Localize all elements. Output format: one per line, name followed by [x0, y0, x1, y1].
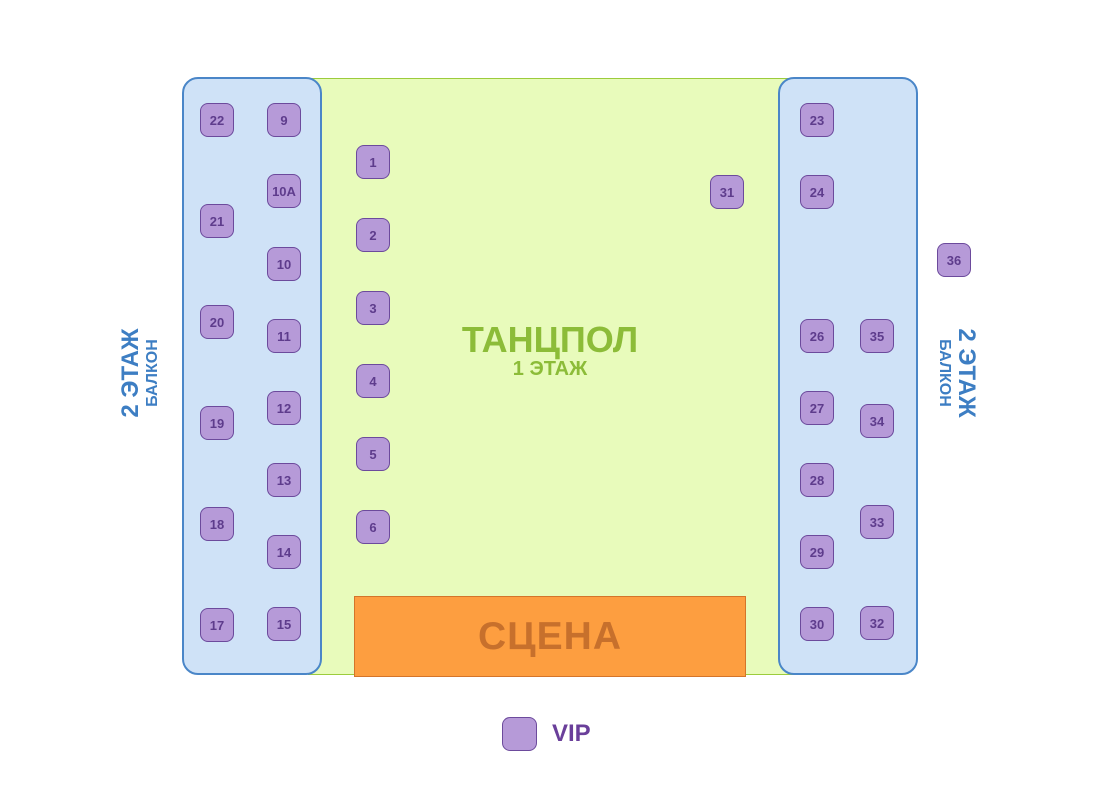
balcony-left-label: 2 ЭТАЖ БАЛКОН: [110, 273, 170, 473]
vip-table-1[interactable]: 1: [356, 145, 390, 179]
balcony-right-label: 2 ЭТАЖ БАЛКОН: [927, 273, 987, 473]
vip-table-33[interactable]: 33: [860, 505, 894, 539]
vip-table-6[interactable]: 6: [356, 510, 390, 544]
vip-table-27[interactable]: 27: [800, 391, 834, 425]
vip-table-10[interactable]: 10: [267, 247, 301, 281]
vip-table-10a[interactable]: 10А: [267, 174, 301, 208]
vip-table-30[interactable]: 30: [800, 607, 834, 641]
vip-table-20[interactable]: 20: [200, 305, 234, 339]
balcony-right-sub-label: БАЛКОН: [936, 339, 953, 407]
balcony-left-sub-label: БАЛКОН: [144, 339, 161, 407]
balcony-left-area: [182, 77, 322, 675]
vip-table-14[interactable]: 14: [267, 535, 301, 569]
vip-table-18[interactable]: 18: [200, 507, 234, 541]
vip-table-19[interactable]: 19: [200, 406, 234, 440]
vip-table-35[interactable]: 35: [860, 319, 894, 353]
vip-table-15[interactable]: 15: [267, 607, 301, 641]
vip-table-9[interactable]: 9: [267, 103, 301, 137]
vip-table-4[interactable]: 4: [356, 364, 390, 398]
vip-table-32[interactable]: 32: [860, 606, 894, 640]
vip-table-29[interactable]: 29: [800, 535, 834, 569]
balcony-right-floor-label: 2 ЭТАЖ: [953, 328, 980, 418]
balcony-right-area: [778, 77, 918, 675]
vip-table-26[interactable]: 26: [800, 319, 834, 353]
vip-table-21[interactable]: 21: [200, 204, 234, 238]
vip-table-36[interactable]: 36: [937, 243, 971, 277]
dancefloor-floor-label: 1 ЭТАЖ: [512, 358, 588, 380]
vip-table-17[interactable]: 17: [200, 608, 234, 642]
vip-table-34[interactable]: 34: [860, 404, 894, 438]
vip-table-2[interactable]: 2: [356, 218, 390, 252]
vip-table-28[interactable]: 28: [800, 463, 834, 497]
vip-table-11[interactable]: 11: [267, 319, 301, 353]
vip-table-23[interactable]: 23: [800, 103, 834, 137]
vip-table-12[interactable]: 12: [267, 391, 301, 425]
stage-area: СЦЕНА: [354, 596, 746, 677]
vip-table-31[interactable]: 31: [710, 175, 744, 209]
vip-table-3[interactable]: 3: [356, 291, 390, 325]
dancefloor-title: ТАНЦПОЛ: [461, 319, 639, 360]
vip-table-22[interactable]: 22: [200, 103, 234, 137]
vip-table-13[interactable]: 13: [267, 463, 301, 497]
vip-table-5[interactable]: 5: [356, 437, 390, 471]
vip-legend-label: VIP: [552, 720, 591, 747]
vip-table-24[interactable]: 24: [800, 175, 834, 209]
balcony-left-floor-label: 2 ЭТАЖ: [117, 328, 144, 418]
vip-legend-swatch: [502, 717, 537, 751]
stage-label: СЦЕНА: [478, 614, 622, 658]
